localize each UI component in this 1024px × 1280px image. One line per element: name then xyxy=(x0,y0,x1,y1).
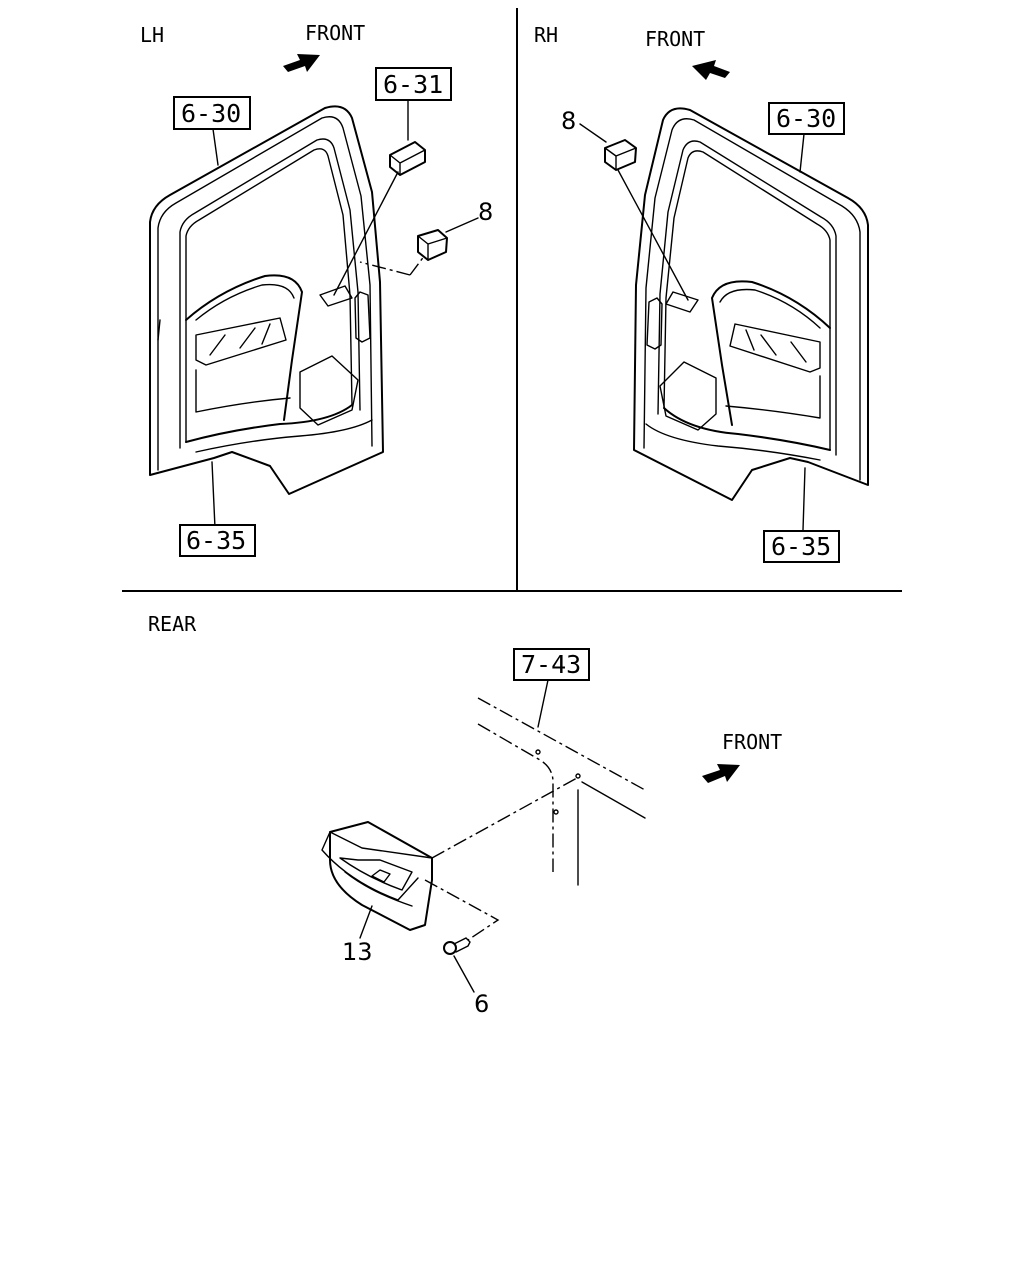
rh-door-ref: 6-30 xyxy=(776,104,836,133)
arrow-icon xyxy=(283,54,320,72)
rear-panel: REAR FRONT xyxy=(148,612,782,1018)
rh-clip-callout: 8 xyxy=(561,107,576,135)
rh-trim-ref: 6-35 xyxy=(771,532,831,561)
lh-switch-ref-box xyxy=(375,67,452,101)
lh-door-ref-box xyxy=(173,96,251,130)
lh-door-assembly xyxy=(149,105,384,495)
rh-trim-ref-box xyxy=(763,530,840,563)
rh-panel: RH FRONT 6-30 xyxy=(534,23,869,563)
rh-door-ref-box xyxy=(768,102,845,135)
rh-door-assembly xyxy=(633,107,869,501)
lh-trim-ref: 6-35 xyxy=(186,526,246,555)
cab-frame xyxy=(477,697,646,886)
lh-front-label: FRONT xyxy=(305,21,365,45)
rear-tray-callout: 13 xyxy=(342,938,373,966)
rh-side-label: RH xyxy=(534,23,558,47)
lh-clip-part xyxy=(417,229,448,261)
rear-side-label: REAR xyxy=(148,612,197,636)
rh-clip-part xyxy=(604,139,637,171)
lh-door-ref: 6-30 xyxy=(181,99,241,128)
lh-switch-ref: 6-31 xyxy=(383,70,443,99)
lh-clip-callout: 8 xyxy=(478,198,493,226)
rear-screw-callout: 6 xyxy=(474,990,489,1018)
arrow-icon xyxy=(692,60,730,80)
lh-switch-part xyxy=(389,141,426,176)
rear-front-label: FRONT xyxy=(722,730,782,754)
arrow-icon xyxy=(702,764,740,783)
rear-screw-part xyxy=(443,937,471,955)
rear-panel-ref: 7-43 xyxy=(521,650,581,679)
rear-tray-part xyxy=(321,821,433,931)
lh-side-label: LH xyxy=(140,23,164,47)
lh-trim-ref-box xyxy=(179,524,256,557)
rh-front-label: FRONT xyxy=(645,27,705,51)
rear-panel-ref-box xyxy=(513,648,590,681)
lh-panel: LH FRONT xyxy=(140,21,493,557)
